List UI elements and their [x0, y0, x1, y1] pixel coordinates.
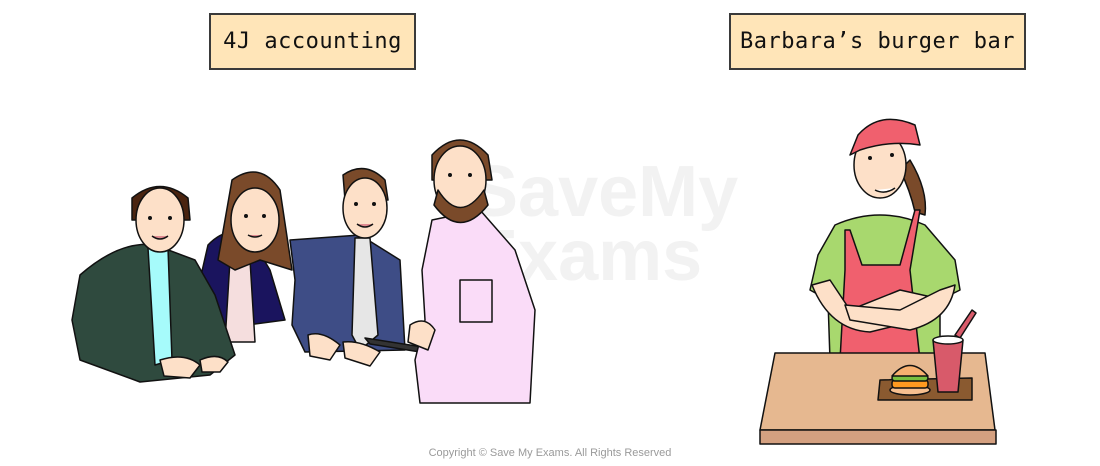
label-barbaras-burger-bar-text: Barbara’s burger bar: [740, 29, 1015, 54]
burger-bar-worker-illustration: [759, 118, 997, 445]
copyright-notice: Copyright © Save My Exams. All Rights Re…: [428, 447, 672, 459]
burger-icon: [889, 364, 931, 396]
person-woman: [199, 171, 293, 343]
drink-cup-icon: [932, 309, 977, 393]
label-barbaras-burger-bar: Barbara’s burger bar: [729, 13, 1026, 70]
worker-woman: [809, 118, 961, 361]
person-man-green-jacket: [71, 185, 236, 383]
person-man-pink-shirt: [407, 139, 536, 404]
office-workers-illustration: [71, 139, 536, 404]
label-4j-accounting: 4J accounting: [209, 13, 416, 70]
label-4j-accounting-text: 4J accounting: [223, 29, 402, 54]
person-man-blue-suit: [289, 167, 406, 367]
